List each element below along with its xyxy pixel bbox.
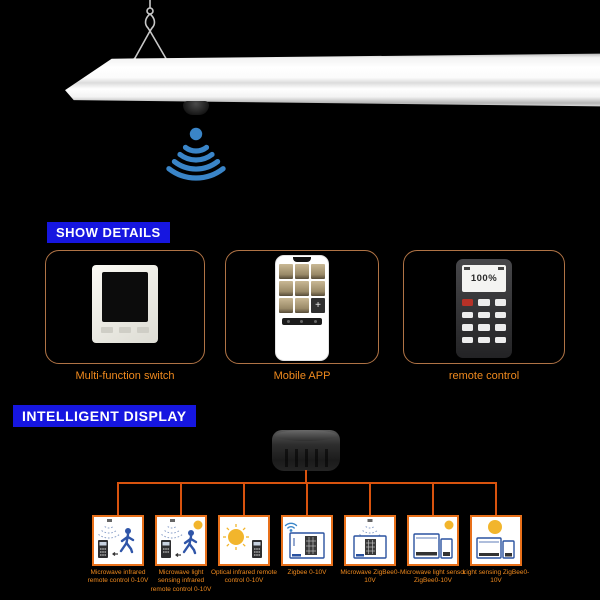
intelligent-display-heading: INTELLIGENT DISPLAY	[13, 405, 196, 427]
sun-remote-icon	[223, 524, 262, 558]
node-label: Zigbee 0-10V	[287, 569, 327, 576]
node-label: Microwave ZigBee0-10V	[340, 569, 400, 585]
node-zigbee	[281, 515, 333, 566]
node-microwave-zigbee	[344, 515, 396, 566]
hanging-chain-icon	[132, 0, 169, 64]
motion-sensor-knob	[183, 101, 209, 115]
node-microwave-light-sensing-remote	[155, 515, 207, 566]
tree-drop-line	[495, 482, 497, 515]
phone-toolbar	[282, 318, 322, 325]
tree-drop-line	[243, 482, 245, 515]
add-tile-icon: +	[311, 298, 325, 313]
node-microwave-infrared-remote	[92, 515, 144, 566]
sun-appliances-icon	[476, 520, 515, 559]
remote-buttons	[462, 299, 506, 343]
signal-waves-icon	[166, 127, 226, 181]
tree-drop-line	[432, 482, 434, 515]
detail-box-app: +	[225, 250, 379, 364]
microwave-cabinet-icon	[353, 519, 387, 559]
mobile-app-label: Mobile APP	[273, 370, 331, 382]
node-label: Microwave infrared remote control 0-10V	[87, 569, 149, 585]
tree-drop-line	[117, 482, 119, 515]
remote-control-icon: 100%	[456, 259, 512, 358]
zigbee-cabinet-wifi-icon	[284, 522, 325, 559]
detail-box-remote: 100%	[403, 250, 565, 364]
phone-notch	[293, 257, 311, 262]
microwave-remote-person-icon	[98, 519, 135, 558]
node-optical-infrared-remote	[218, 515, 270, 566]
smartphone-icon: +	[275, 255, 329, 361]
tree-drop-line	[180, 482, 182, 515]
remote-display-value: 100%	[470, 273, 498, 284]
tree-stem-line	[305, 470, 307, 483]
node-label: Microwave light sensing infrared remote …	[150, 569, 212, 593]
microwave-sun-remote-person-icon	[161, 519, 203, 558]
sun-appliances-icon	[413, 520, 454, 559]
remote-display: 100%	[462, 265, 506, 292]
app-tile-grid: +	[279, 264, 325, 313]
tree-drop-line	[369, 482, 371, 515]
switch-screen	[102, 272, 148, 322]
node-light-sensing-zigbee	[470, 515, 522, 566]
linear-light-fixture	[65, 53, 600, 107]
node-label: Microwave light sensor ZigBee0-10V	[399, 569, 467, 585]
tree-drop-line	[306, 482, 308, 515]
wall-switch-icon	[92, 265, 158, 343]
node-label: Optical infrared remote control 0-10V	[210, 569, 278, 585]
sensor-device-image	[272, 430, 340, 471]
node-microwave-light-sensor-zigbee	[407, 515, 459, 566]
remote-control-label: remote control	[448, 370, 520, 382]
node-label: Light sensing ZigBee0-10V	[462, 569, 530, 585]
show-details-heading: SHOW DETAILS	[47, 222, 170, 243]
detail-box-switch	[45, 250, 205, 364]
switch-label: Multi-function switch	[75, 370, 175, 382]
